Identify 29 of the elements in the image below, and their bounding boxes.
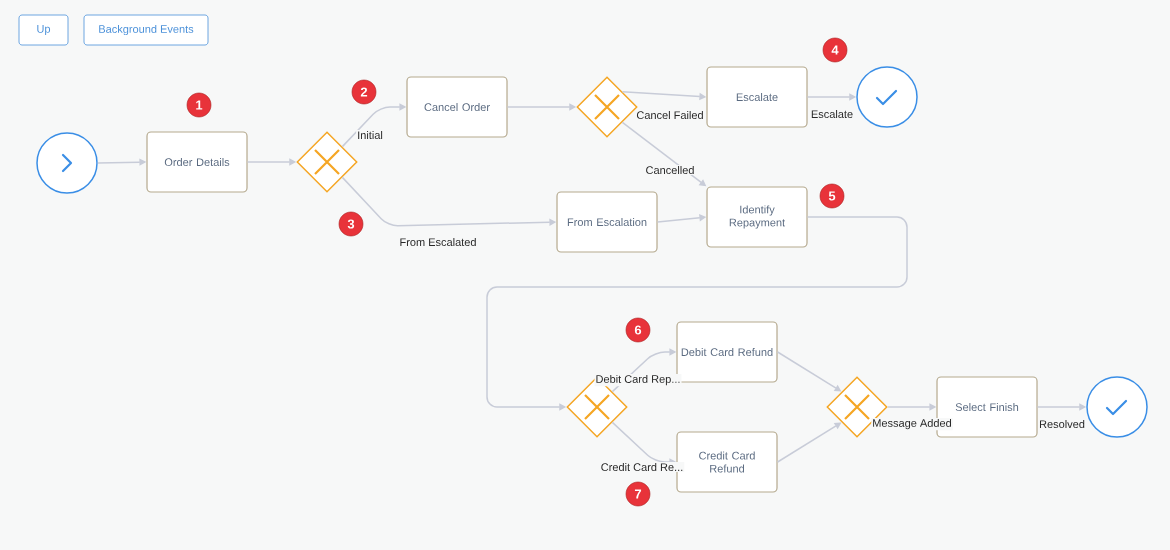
end-event-circle (1086, 376, 1148, 438)
task-box: Credit Card Refund (676, 431, 778, 493)
arrow (486, 216, 908, 411)
task-box: Escalate (706, 66, 808, 128)
edge-label: Cancelled (644, 164, 696, 176)
callout-number: 1 (186, 92, 212, 118)
callout-number: 4 (822, 37, 848, 63)
callout-number: 5 (819, 183, 845, 209)
task-box: Order Details (146, 131, 248, 193)
task-box: From Escalation (556, 191, 658, 253)
edge-label: Cancel Failed (635, 109, 705, 121)
edge-label: From Escalated (398, 236, 478, 248)
button: Background Events (83, 14, 209, 46)
gateway-diamond (296, 131, 358, 193)
gateway-diamond (576, 76, 638, 138)
end-event-circle (856, 66, 918, 128)
edge-label: Credit Card Re... (599, 461, 685, 473)
callout-number: 2 (351, 79, 377, 105)
task-box: Identify Repayment (706, 186, 808, 248)
edge-label: Resolved (1038, 418, 1086, 430)
callout-number: 7 (625, 481, 651, 507)
edge-label: Escalate (809, 108, 855, 120)
start-event-circle (36, 132, 98, 194)
callout-number: 3 (338, 211, 364, 237)
edge-label: Initial (356, 129, 384, 141)
callout-number: 6 (625, 317, 651, 343)
button: Up (18, 14, 69, 46)
task-box: Cancel Order (406, 76, 508, 138)
task-box: Debit Card Refund (676, 321, 778, 383)
